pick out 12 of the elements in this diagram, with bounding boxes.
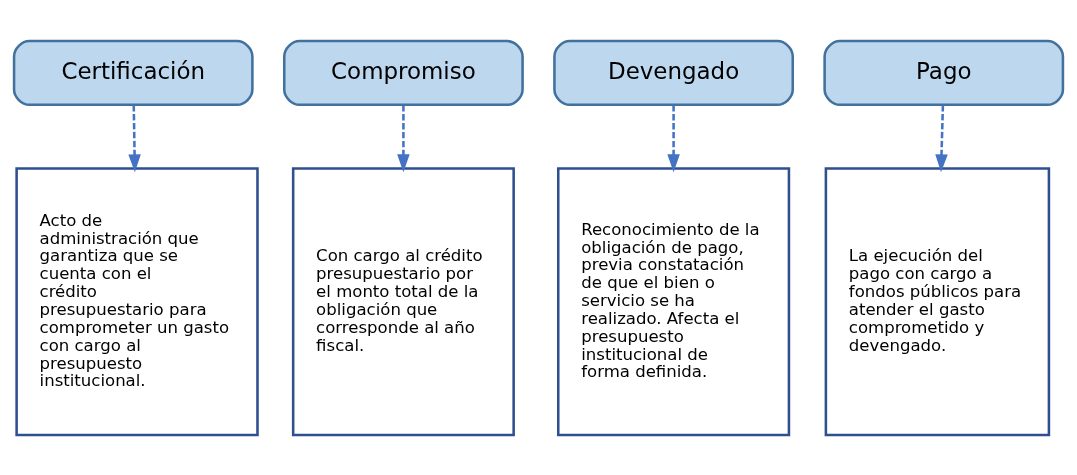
node-box: Con cargo al crédito presupuestario por el monto total de la obligación que corresponde al año fiscal. [291, 166, 515, 436]
node-box: Pago [823, 39, 1065, 106]
node-box: Reconocimiento de la obligación de pago, previa constatación de que el bien o servicio se ha realizado. Afecta el presupuesto institucional de forma definida. [556, 166, 791, 436]
arrow [667, 104, 680, 172]
node-box: Acto de administración que garantiza que se cuenta con el crédito presupuestario para comprometer un gasto con cargo al presupuesto institucional. [15, 166, 259, 436]
node-box: Compromiso [282, 39, 524, 106]
arrow [935, 104, 948, 172]
node-box: La ejecución del pago con cargo a fondos públicos para atender el gasto comprometido y devengado. [824, 166, 1051, 436]
arrow [128, 104, 141, 172]
node-box: Certificación [12, 39, 254, 106]
node-box: Devengado [553, 39, 795, 106]
arrow [397, 104, 410, 172]
